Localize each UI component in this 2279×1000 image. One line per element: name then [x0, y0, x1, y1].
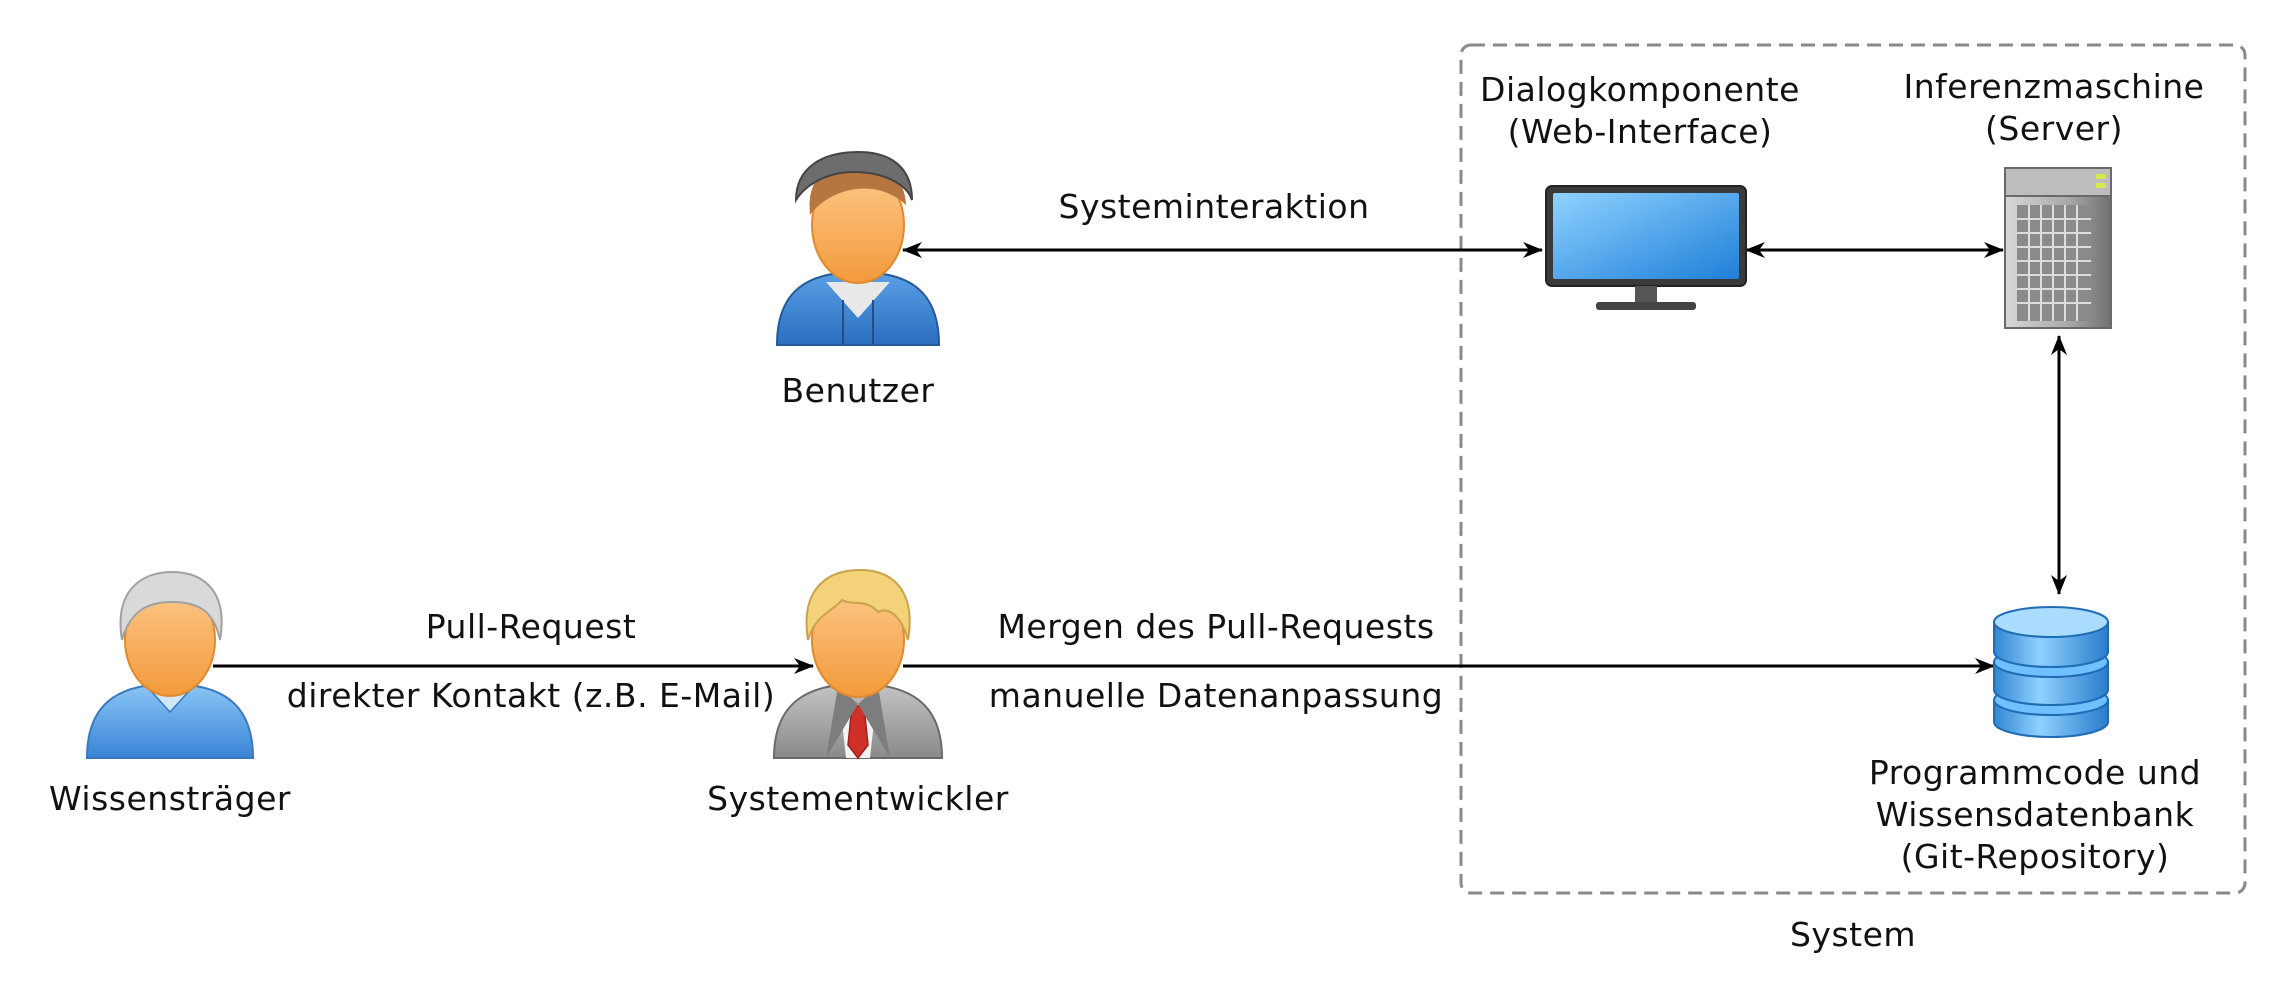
edge-label-pull-request: Pull-Request [426, 607, 637, 646]
user-cap-icon [775, 150, 941, 346]
monitor-icon [1545, 185, 1747, 310]
edge-label-direct-contact: direkter Kontakt (z.B. E-Mail) [287, 676, 775, 715]
node-label-repo-line2: Wissensdatenbank [1876, 795, 2195, 834]
server-icon [2004, 167, 2112, 329]
businessman-icon [772, 568, 944, 760]
node-label-dialog-line1: Dialogkomponente [1480, 70, 1800, 109]
node-label-dialog-line2: (Web-Interface) [1508, 112, 1773, 151]
edge-label-merge: Mergen des Pull-Requests [997, 607, 1434, 646]
user-grey-hair-icon [85, 570, 255, 759]
node-label-server-line1: Inferenzmaschine [1904, 67, 2205, 106]
node-label-developer: Systementwickler [707, 779, 1009, 818]
database-icon [1993, 606, 2109, 738]
node-label-repo-line3: (Git-Repository) [1901, 837, 2170, 876]
system-boundary [1459, 43, 2247, 895]
node-label-repo-line1: Programmcode und [1869, 753, 2201, 792]
edge-label-systeminteraktion: Systeminteraktion [1059, 187, 1370, 226]
node-label-user: Benutzer [782, 371, 935, 410]
node-label-knowledge-holder: Wissensträger [49, 779, 291, 818]
node-label-server-line2: (Server) [1985, 109, 2123, 148]
system-boundary-label: System [1790, 915, 1916, 954]
edge-label-manual-adjustment: manuelle Datenanpassung [989, 676, 1443, 715]
